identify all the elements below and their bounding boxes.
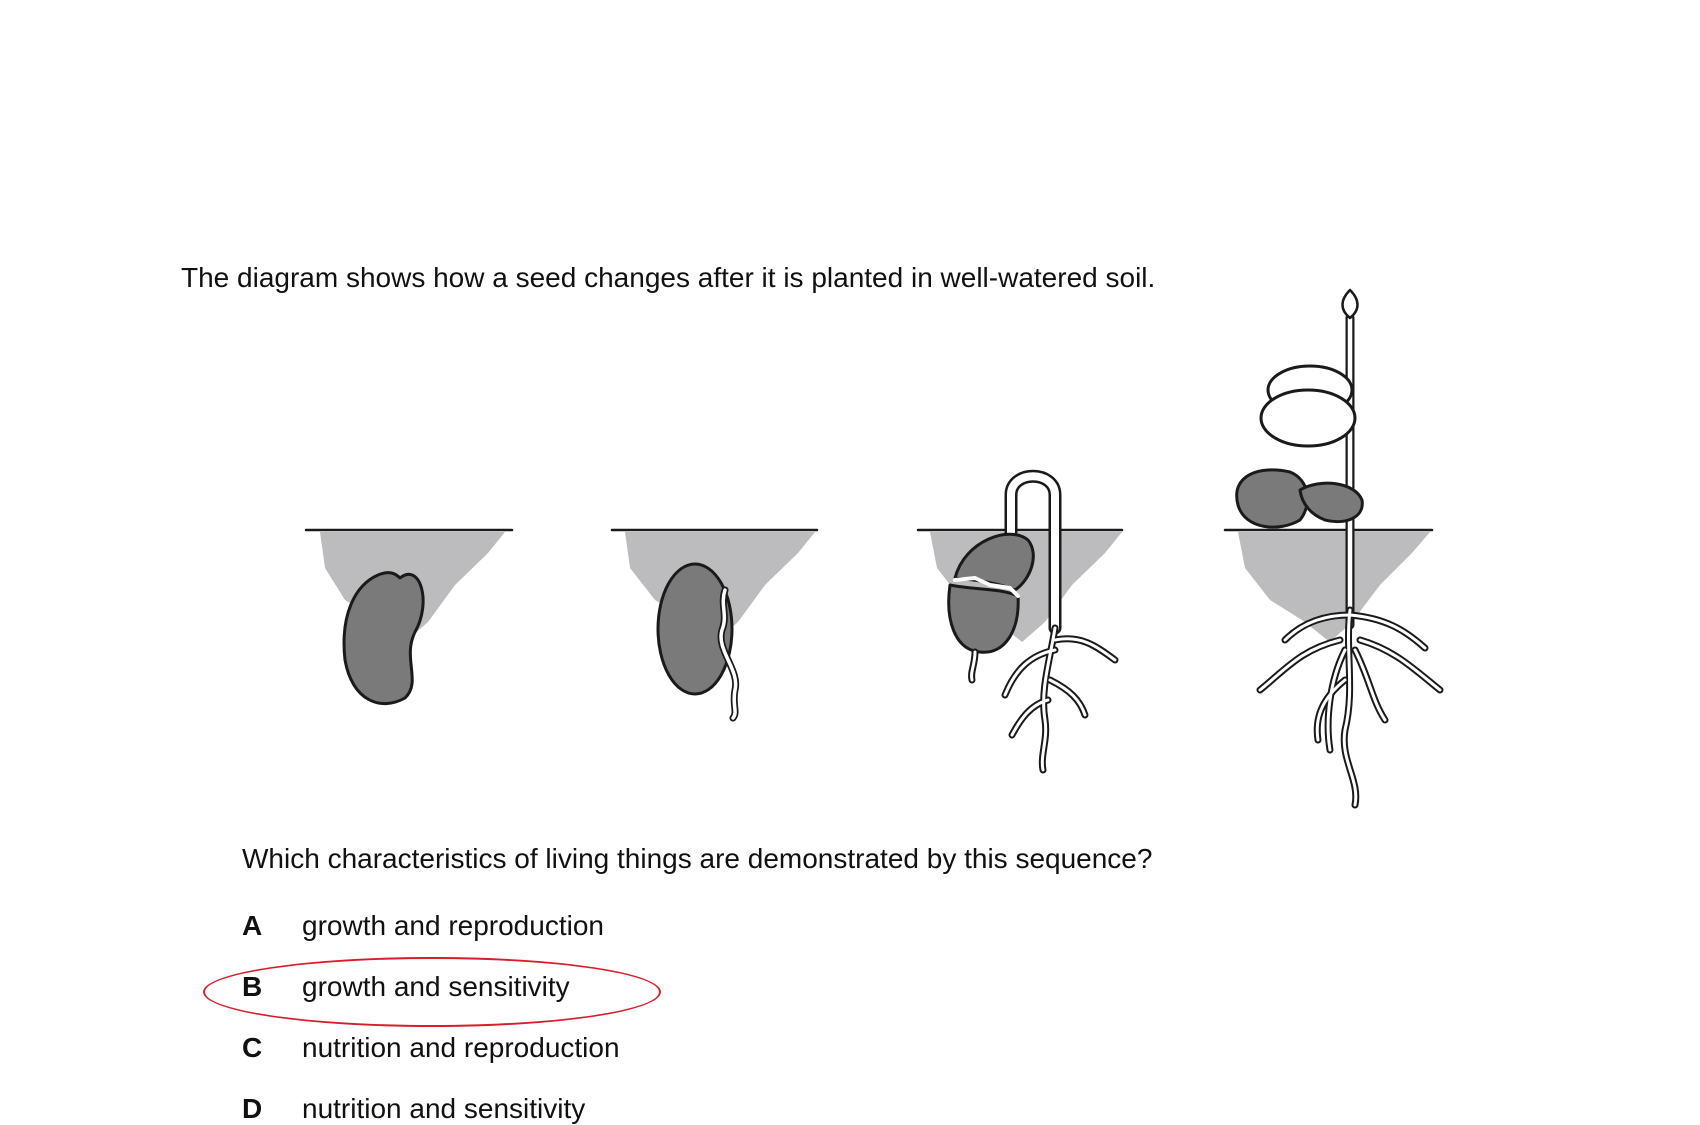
option-text: nutrition and reproduction [302,1032,620,1063]
stage-2-germinating-seed [610,528,819,722]
option-text: nutrition and sensitivity [302,1093,586,1124]
option-letter: C [242,1032,263,1063]
intro-text: The diagram shows how a seed changes aft… [181,262,1156,293]
stage-1-seed [304,528,514,706]
option-text: growth and reproduction [302,910,604,941]
stage-3-seedling [916,469,1124,774]
question-text: Which characteristics of living things a… [242,843,1153,874]
option-letter: D [242,1093,263,1124]
selected-answer-circle [203,957,661,1027]
stage-4-young-plant [1223,288,1444,809]
option-letter: A [242,910,263,941]
